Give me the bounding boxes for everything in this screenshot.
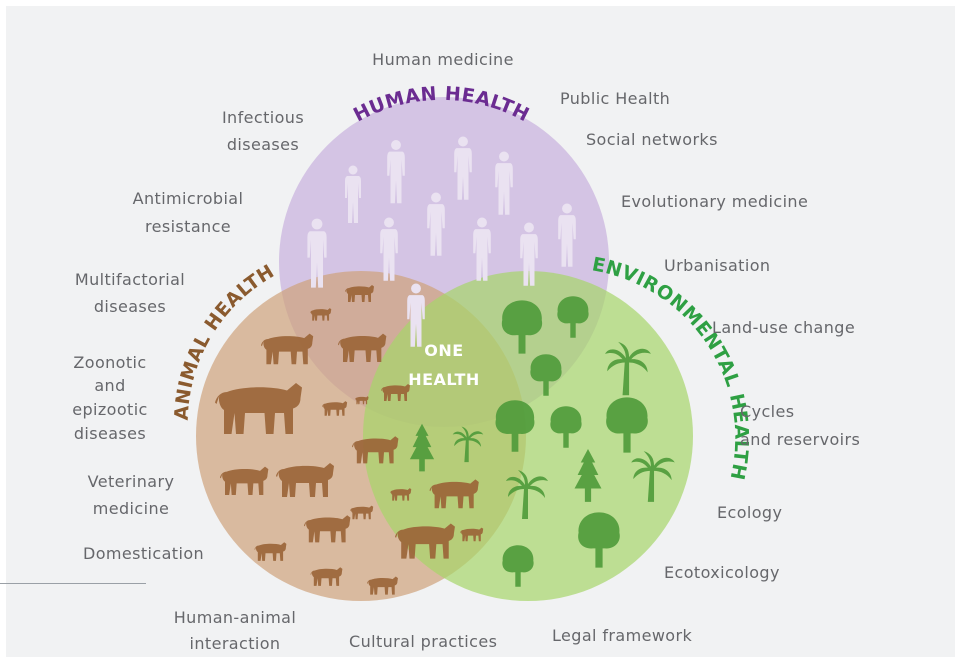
label-zoonotic-line1: Zoonotic xyxy=(73,353,147,372)
label-cultural-practices: Cultural practices xyxy=(349,632,498,651)
one-health-label-line1: ONE xyxy=(424,341,463,360)
label-evolutionary-medicine: Evolutionary medicine xyxy=(621,192,809,211)
label-ecotoxicology: Ecotoxicology xyxy=(664,563,780,582)
label-cycles-line1: Cycles xyxy=(740,402,795,421)
label-ecology: Ecology xyxy=(717,503,783,522)
one-health-label-line2: HEALTH xyxy=(408,370,480,389)
label-multifactorial-line1: Multifactorial xyxy=(74,270,186,289)
label-human-medicine: Human medicine xyxy=(372,50,514,69)
label-infectious-line1: Infectious xyxy=(221,108,305,127)
label-antimicrobial-line2: resistance xyxy=(144,217,232,236)
label-land-use-change: Land-use change xyxy=(712,318,856,337)
label-social-networks: Social networks xyxy=(586,130,718,149)
label-veterinary-line2: medicine xyxy=(92,499,170,518)
label-public-health: Public Health xyxy=(560,89,671,108)
label-zoonotic-line3: epizootic xyxy=(72,400,148,419)
label-antimicrobial-line1: Antimicrobial xyxy=(132,189,244,208)
label-zoonotic-line4: diseases xyxy=(73,424,147,443)
divider-line xyxy=(0,583,146,584)
label-infectious-line2: diseases xyxy=(226,135,300,154)
label-human-animal-line1: Human-animal xyxy=(173,608,297,627)
label-legal-framework: Legal framework xyxy=(552,626,693,645)
label-zoonotic-line2: and xyxy=(94,376,126,395)
label-multifactorial-line2: diseases xyxy=(93,297,167,316)
label-veterinary-line1: Veterinary xyxy=(87,472,175,491)
label-domestication: Domestication xyxy=(83,544,205,563)
label-urbanisation: Urbanisation xyxy=(664,256,771,275)
label-human-animal-line2: interaction xyxy=(189,634,281,653)
label-cycles-line2: and reservoirs xyxy=(740,430,861,449)
